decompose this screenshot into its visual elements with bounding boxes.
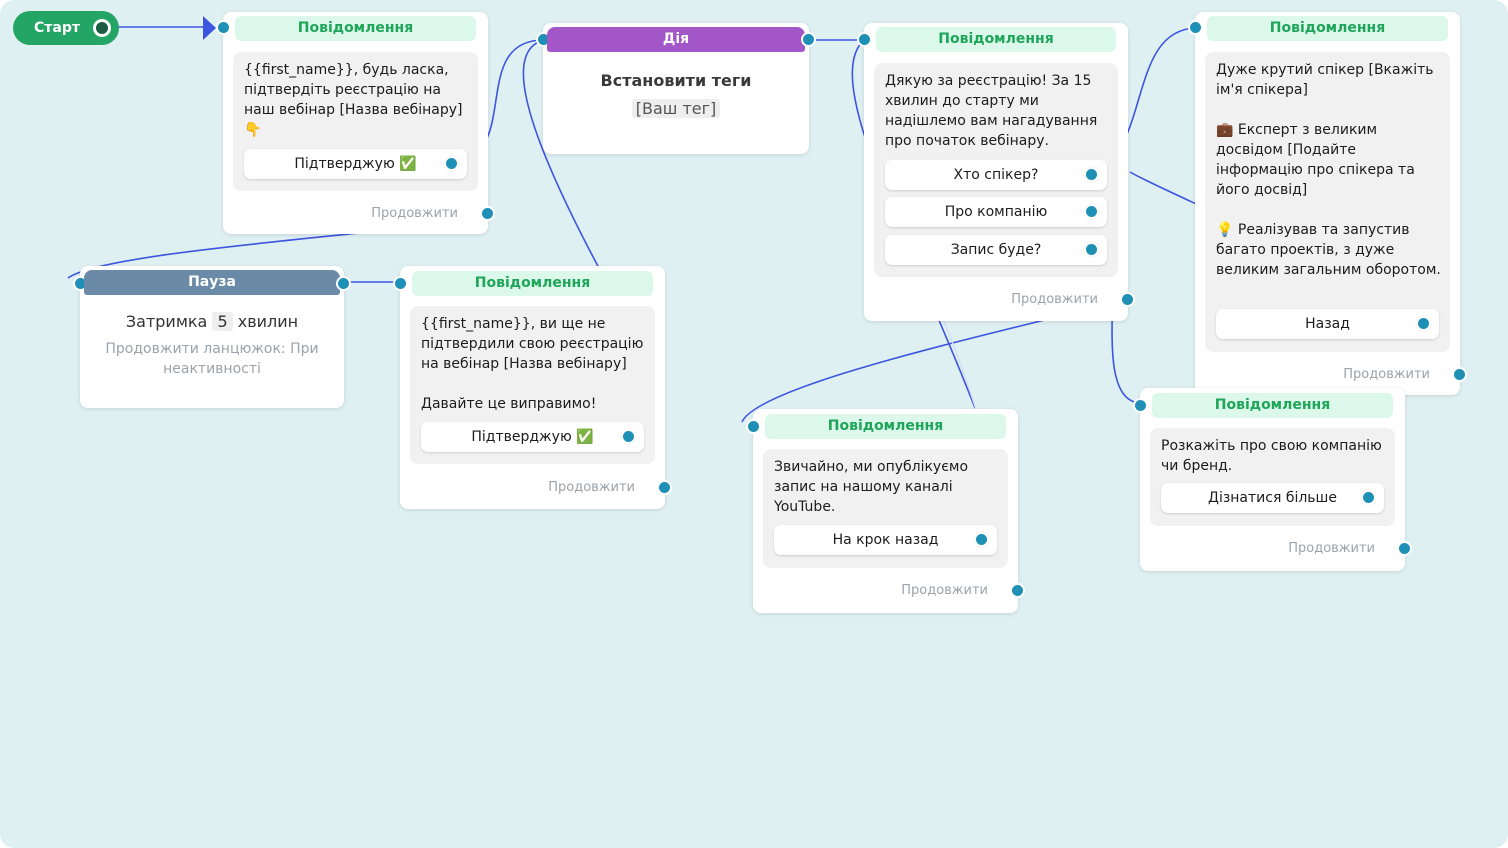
- continue-connector[interactable]: [1452, 367, 1467, 382]
- message-bubble: Звичайно, ми опублікуємо запис на нашому…: [763, 449, 1008, 568]
- record-button[interactable]: Запис буде?: [885, 235, 1107, 265]
- delay-row: Затримка 5 хвилин: [80, 312, 344, 331]
- node-header: Пауза: [84, 270, 340, 295]
- message-node-2[interactable]: Повідомлення Дякую за реєстрацію! За 15 …: [857, 23, 1135, 321]
- message-text: Розкажіть про свою компанію чи бренд.: [1161, 438, 1387, 474]
- message-node-6[interactable]: Повідомлення Розкажіть про свою компанію…: [1133, 388, 1412, 571]
- action-node[interactable]: Дія Встановити теги [Ваш тег]: [536, 23, 816, 154]
- continue-connector[interactable]: [1397, 541, 1412, 556]
- button-label: Запис буде?: [950, 242, 1042, 258]
- continue-connector[interactable]: [657, 480, 672, 495]
- delay-label: Затримка: [125, 312, 208, 331]
- button-connector[interactable]: [1084, 167, 1099, 182]
- step-back-button[interactable]: На крок назад: [774, 525, 997, 555]
- continue-connector[interactable]: [1010, 583, 1025, 598]
- message-node-5[interactable]: Повідомлення Звичайно, ми опублікуємо за…: [746, 409, 1025, 613]
- button-label: Назад: [1305, 316, 1350, 332]
- start-node[interactable]: Старт: [13, 11, 119, 45]
- action-title: Встановити теги: [600, 71, 752, 90]
- continue-link[interactable]: Продовжити: [901, 583, 988, 598]
- button-label: Хто спікер?: [953, 167, 1039, 183]
- input-connector[interactable]: [857, 32, 872, 47]
- company-button[interactable]: Про компанію: [885, 197, 1107, 227]
- button-connector[interactable]: [1084, 204, 1099, 219]
- input-connector[interactable]: [393, 276, 408, 291]
- button-connector[interactable]: [1416, 316, 1431, 331]
- button-connector[interactable]: [1361, 490, 1376, 505]
- message-bubble: Дякую за реєстрацію! За 15 хвилин до ста…: [874, 63, 1118, 277]
- continue-connector[interactable]: [480, 206, 495, 221]
- message-text: {{first_name}}, ви ще не підтвердили сво…: [421, 316, 644, 412]
- message-node-4[interactable]: Повідомлення {{first_name}}, ви ще не пі…: [393, 266, 672, 509]
- pause-subtext: Продовжити ланцюжок: При неактивності: [105, 341, 319, 377]
- output-connector[interactable]: [336, 276, 351, 291]
- node-header: Повідомлення: [235, 16, 476, 41]
- button-label: Підтверджую ✅: [294, 156, 417, 172]
- confirm-button[interactable]: Підтверджую ✅: [244, 149, 467, 179]
- learn-more-button[interactable]: Дізнатися більше: [1161, 483, 1384, 513]
- delay-value: 5: [212, 312, 233, 331]
- continue-link[interactable]: Продовжити: [1011, 292, 1098, 307]
- node-header: Повідомлення: [876, 27, 1116, 52]
- speaker-button[interactable]: Хто спікер?: [885, 160, 1107, 190]
- confirm-button[interactable]: Підтверджую ✅: [421, 422, 644, 452]
- continue-link[interactable]: Продовжити: [1343, 367, 1430, 382]
- input-connector[interactable]: [1133, 398, 1148, 413]
- output-connector[interactable]: [801, 32, 816, 47]
- button-connector[interactable]: [974, 532, 989, 547]
- button-label: Підтверджую ✅: [471, 429, 594, 445]
- message-bubble: Дуже крутий спікер [Вкажіть ім'я спікера…: [1205, 52, 1450, 352]
- message-bubble: {{first_name}}, ви ще не підтвердили сво…: [410, 306, 655, 464]
- node-header: Повідомлення: [765, 414, 1006, 439]
- button-label: На крок назад: [832, 532, 939, 548]
- start-arrow: [203, 16, 216, 40]
- input-connector[interactable]: [1188, 20, 1203, 35]
- input-connector[interactable]: [746, 419, 761, 434]
- tag-chip: [Ваш тег]: [631, 99, 721, 118]
- pause-node[interactable]: Пауза Затримка 5 хвилин Продовжити ланцю…: [73, 266, 351, 408]
- message-text: Звичайно, ми опублікуємо запис на нашому…: [774, 459, 973, 515]
- continue-link[interactable]: Продовжити: [1288, 541, 1375, 556]
- message-node-1[interactable]: Повідомлення {{first_name}}, будь ласка,…: [216, 12, 495, 234]
- button-label: Про компанію: [944, 204, 1048, 220]
- button-label: Дізнатися більше: [1208, 490, 1337, 506]
- delay-unit: хвилин: [237, 312, 299, 331]
- button-connector[interactable]: [1084, 242, 1099, 257]
- node-header: Повідомлення: [1207, 16, 1448, 41]
- node-header: Дія: [547, 27, 805, 52]
- node-header: Повідомлення: [1152, 393, 1393, 418]
- message-text: {{first_name}}, будь ласка, підтвердіть …: [244, 62, 467, 138]
- button-connector[interactable]: [444, 156, 459, 171]
- start-connector[interactable]: [93, 19, 111, 37]
- message-bubble: Розкажіть про свою компанію чи бренд. Ді…: [1150, 428, 1395, 526]
- continue-link[interactable]: Продовжити: [548, 480, 635, 495]
- message-text: Дякую за реєстрацію! За 15 хвилин до ста…: [885, 73, 1102, 149]
- button-connector[interactable]: [621, 429, 636, 444]
- message-text: Дуже крутий спікер [Вкажіть ім'я спікера…: [1216, 62, 1441, 278]
- continue-connector[interactable]: [1120, 292, 1135, 307]
- back-button[interactable]: Назад: [1216, 309, 1439, 339]
- message-bubble: {{first_name}}, будь ласка, підтвердіть …: [233, 52, 478, 191]
- continue-link[interactable]: Продовжити: [371, 206, 458, 221]
- node-header: Повідомлення: [412, 271, 653, 296]
- input-connector[interactable]: [216, 20, 231, 35]
- message-node-3[interactable]: Повідомлення Дуже крутий спікер [Вкажіть…: [1188, 12, 1467, 395]
- start-label: Старт: [34, 20, 80, 36]
